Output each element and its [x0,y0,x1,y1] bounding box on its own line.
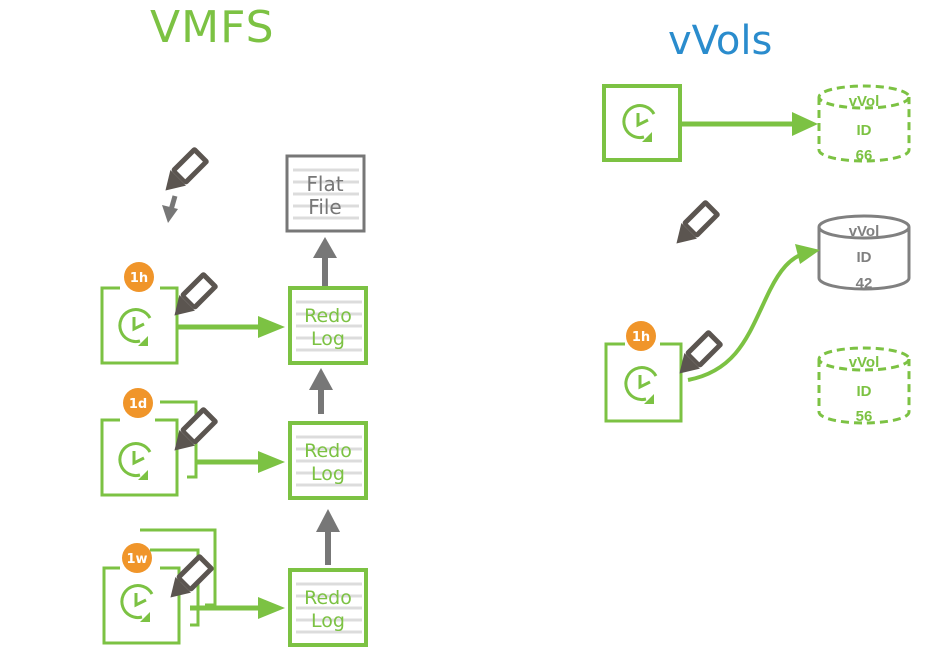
vvol-label-1: vVol [849,93,880,110]
redo-log-box: Redo Log [288,286,368,365]
redo-log-label-1: Redo [304,440,352,462]
arrow-curved-icon [795,244,820,264]
clock-icon [624,366,658,406]
arrow-right-icon [258,451,285,473]
redo-log-label-1: Redo [304,305,352,327]
clock-icon [118,308,152,348]
arrow-down-icon [162,195,178,223]
badge-label: 1h [632,330,650,345]
redo-log-label-1: Redo [304,587,352,609]
redo-log-box: Redo Log [288,421,368,500]
badge-label: 1h [130,271,148,286]
badge [124,262,154,292]
flat-file-label-2: File [308,195,341,219]
arrow-up-icon [316,509,340,565]
pencil-icon [166,271,219,324]
badge [123,388,153,418]
badge [626,321,656,351]
vvol-label-3: 66 [856,147,873,164]
vvols-snapshot-1h: 1h [604,244,820,423]
redo-log-label-2: Log [311,328,345,350]
clock-icon [120,584,154,624]
vvol-label-2: ID [857,122,872,139]
vvol-66: vVol ID 66 [817,84,911,164]
arrow-right-icon [792,112,818,136]
badge [122,543,152,573]
vvol-label-2: ID [857,383,872,400]
vvol-label-2: ID [857,249,872,266]
vmfs-title: VMFS [150,2,275,53]
snapshot-1w: 1w [102,528,285,645]
pencil-icon [166,406,219,459]
clock-icon [118,442,152,482]
vvols-snapshot-base [602,84,818,162]
vvol-42: vVol ID 42 [817,214,911,292]
vvol-label-1: vVol [849,223,880,240]
pencil-icon [162,553,215,606]
arrow-up-icon [309,368,333,414]
redo-log-label-2: Log [311,463,345,485]
arrow-up-icon [313,237,337,287]
pencil-icon [157,146,210,199]
arrow-right-icon [258,597,285,619]
snapshot-1h: 1h [100,262,285,365]
arrow-right-icon [258,316,285,338]
vvol-label-3: 56 [856,408,873,425]
redo-log-box: Redo Log [288,568,368,647]
pencil-icon [668,199,721,252]
flat-file-label-1: Flat [306,172,343,196]
snapshot-1d: 1d [100,388,285,497]
redo-log-label-2: Log [311,610,345,632]
vvol-56: vVol ID 56 [817,346,911,425]
vvol-label-1: vVol [849,354,880,371]
vvols-title: vVols [668,18,773,64]
badge-label: 1w [126,552,147,567]
vvol-label-3: 42 [856,275,873,292]
flat-file-box: Flat File [285,154,366,233]
badge-label: 1d [129,397,147,412]
